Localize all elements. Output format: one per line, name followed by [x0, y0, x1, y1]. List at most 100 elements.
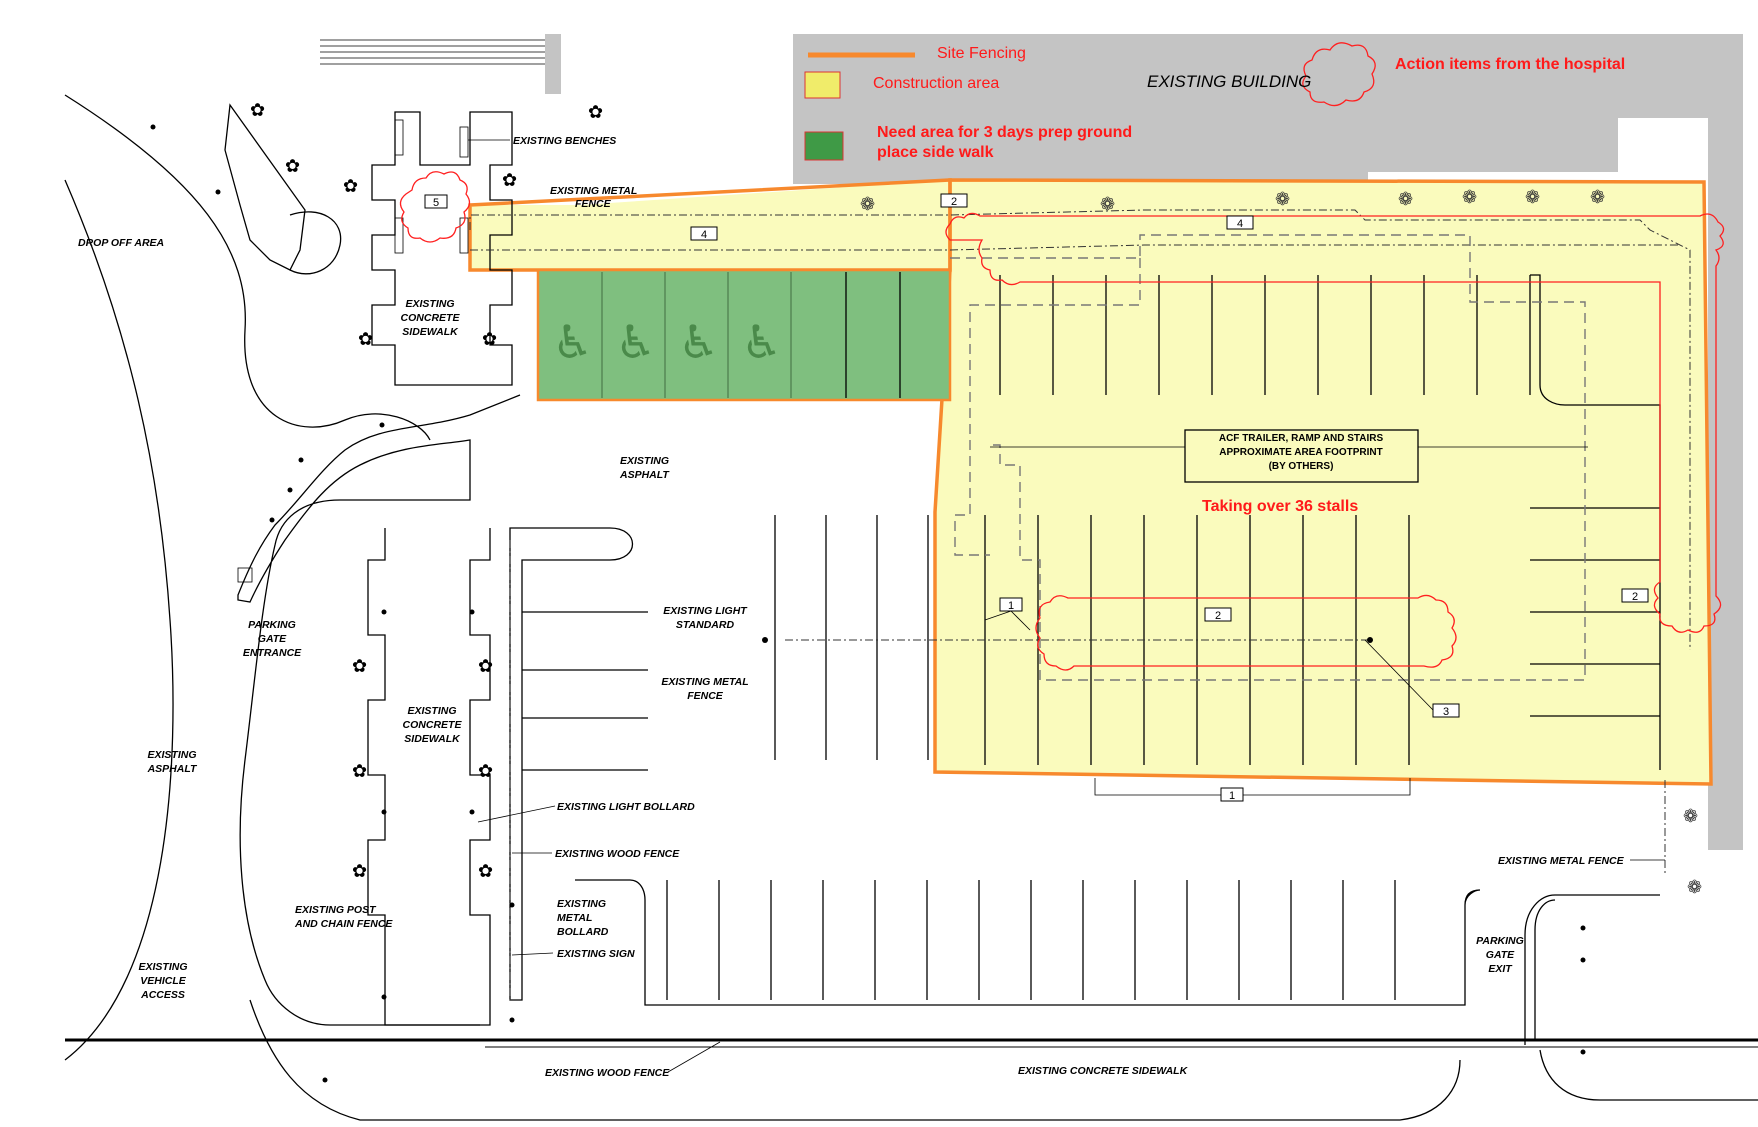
tag-3: 3	[1432, 703, 1460, 718]
acf-footprint-dashed-2	[954, 258, 1141, 556]
label-metal-bollard-2: METAL	[557, 912, 592, 924]
label-drop-off-area: DROP OFF AREA	[78, 237, 164, 249]
label-wood-fence-bottom: EXISTING WOOD FENCE	[545, 1067, 670, 1079]
acf-label-line-1: ACF TRAILER, RAMP AND STAIRS	[1219, 433, 1384, 444]
curb-top-right	[1530, 274, 1661, 770]
label-metal-fence-top-2: FENCE	[575, 198, 612, 210]
label-metal-bollard-1: EXISTING	[557, 898, 606, 910]
label-sidewalk-mid-3: SIDEWALK	[404, 733, 461, 745]
legend-construction-label: Construction area	[873, 75, 999, 92]
bench-3	[394, 217, 404, 254]
legend-need-area-label-2: place side walk	[877, 144, 994, 161]
svg-text:♿: ♿	[552, 315, 593, 369]
svg-text:❁: ❁	[1398, 189, 1413, 210]
tag-4b: 4	[1226, 215, 1254, 230]
legend-need-area-swatch	[804, 131, 844, 161]
label-vehicle-access-1: EXISTING	[138, 961, 187, 973]
svg-text:✿: ✿	[478, 761, 493, 782]
stall-lines-top	[999, 275, 1531, 395]
label-vehicle-access-3: ACCESS	[140, 989, 185, 1001]
tag-2a: 2	[940, 193, 968, 208]
svg-text:❁: ❁	[1525, 187, 1540, 208]
label-post-chain-1: EXISTING POST	[295, 904, 377, 916]
label-existing-benches: EXISTING BENCHES	[513, 135, 616, 147]
label-metal-fence-top-1: EXISTING METAL	[550, 185, 637, 197]
construction-area	[470, 180, 1711, 784]
label-gate-entrance-3: ENTRANCE	[243, 647, 302, 659]
acf-footprint-dashed	[950, 234, 1586, 681]
svg-text:2: 2	[1632, 591, 1638, 603]
drive-curve	[64, 179, 174, 1061]
action-cloud-5	[399, 171, 471, 243]
leader-tag-1a-2	[1010, 610, 1031, 631]
label-asphalt-top-2: ASPHALT	[619, 469, 670, 481]
label-asphalt-left-2: ASPHALT	[147, 763, 198, 775]
svg-text:✿: ✿	[352, 861, 367, 882]
svg-text:✿: ✿	[478, 656, 493, 677]
svg-text:♿: ♿	[741, 315, 782, 369]
sidewalk-mid	[367, 528, 491, 1026]
tree-icons: ✿✿✿ ✿✿✿ ✿✿✿ ✿✿✿ ✿ ❁❁ ❁❁ ❁❁ ❁❁ ❁	[250, 100, 1702, 898]
label-wood-fence-mid: EXISTING WOOD FENCE	[555, 848, 680, 860]
tag-2b: 2	[1204, 607, 1232, 622]
right-exit-island	[1524, 894, 1700, 1045]
svg-text:❁: ❁	[1275, 189, 1290, 210]
legend-construction-swatch	[804, 71, 841, 99]
svg-text:❁: ❁	[1100, 194, 1115, 215]
need-area	[536, 268, 952, 402]
bench-2	[459, 126, 469, 158]
bottom-island	[575, 879, 1481, 1006]
stall-lines-right-horizontal	[1530, 507, 1660, 717]
metal-fence-top	[469, 209, 1691, 650]
label-post-chain-2: AND CHAIN FENCE	[294, 918, 393, 930]
legend-action-items-label: Action items from the hospital	[1395, 56, 1625, 73]
metal-fence-walkway	[470, 244, 1680, 251]
leader-tag-1a	[984, 610, 1012, 621]
svg-text:♿: ♿	[678, 315, 719, 369]
label-sidewalk-bottom: EXISTING CONCRETE SIDEWALK	[1018, 1065, 1189, 1077]
label-gate-exit-1: PARKING	[1476, 935, 1524, 947]
legend-action-items-cloud-icon	[1302, 42, 1376, 107]
bench-4	[459, 217, 469, 254]
svg-text:✿: ✿	[502, 170, 517, 191]
existing-building	[793, 34, 1743, 850]
svg-text:❁: ❁	[1590, 187, 1605, 208]
tag-1b: 1	[1220, 787, 1244, 802]
svg-text:♿: ♿	[615, 315, 656, 369]
svg-text:❁: ❁	[860, 194, 875, 215]
legend-need-area-label-1: Need area for 3 days prep ground	[877, 124, 1132, 141]
svg-text:✿: ✿	[285, 156, 300, 177]
svg-text:3: 3	[1443, 706, 1449, 718]
tag-2c: 2	[1621, 588, 1649, 603]
sidewalk-bottom-right	[1539, 1049, 1758, 1101]
bench-1	[394, 119, 404, 156]
label-sidewalk-top-1: EXISTING	[405, 298, 454, 310]
leader-tag-3	[1364, 639, 1434, 711]
legend-site-fencing-label: Site Fencing	[937, 45, 1026, 62]
svg-text:✿: ✿	[250, 100, 265, 121]
label-sidewalk-mid-2: CONCRETE	[403, 719, 463, 731]
drop-off-island-2	[289, 211, 342, 275]
stall-lines-bottom	[666, 880, 1396, 1000]
sidewalk-column	[371, 111, 513, 386]
svg-text:1: 1	[1008, 600, 1014, 612]
label-light-bollard: EXISTING LIGHT BOLLARD	[557, 801, 695, 813]
label-sidewalk-top-2: CONCRETE	[401, 312, 461, 324]
label-gate-entrance-2: GATE	[258, 633, 287, 645]
label-gate-exit-2: GATE	[1486, 949, 1515, 961]
svg-text:4: 4	[1237, 218, 1243, 230]
dimension-1-bottom	[1094, 778, 1411, 796]
svg-text:✿: ✿	[343, 176, 358, 197]
svg-text:5: 5	[433, 197, 439, 209]
label-metal-bollard-3: BOLLARD	[557, 926, 609, 938]
label-light-standard-1: EXISTING LIGHT	[663, 605, 748, 617]
label-asphalt-left-1: EXISTING	[147, 749, 196, 761]
svg-text:✿: ✿	[478, 861, 493, 882]
map-labels: EXISTING BENCHES EXISTING METAL FENCE DR…	[78, 135, 1665, 1079]
label-asphalt-top-1: EXISTING	[620, 455, 669, 467]
label-metal-fence-mid-1: EXISTING METAL	[661, 676, 748, 688]
benches-top	[320, 39, 545, 65]
svg-text:❁: ❁	[1687, 877, 1702, 898]
drop-off-curb-outer	[64, 94, 431, 441]
tag-5: 5	[424, 194, 448, 209]
